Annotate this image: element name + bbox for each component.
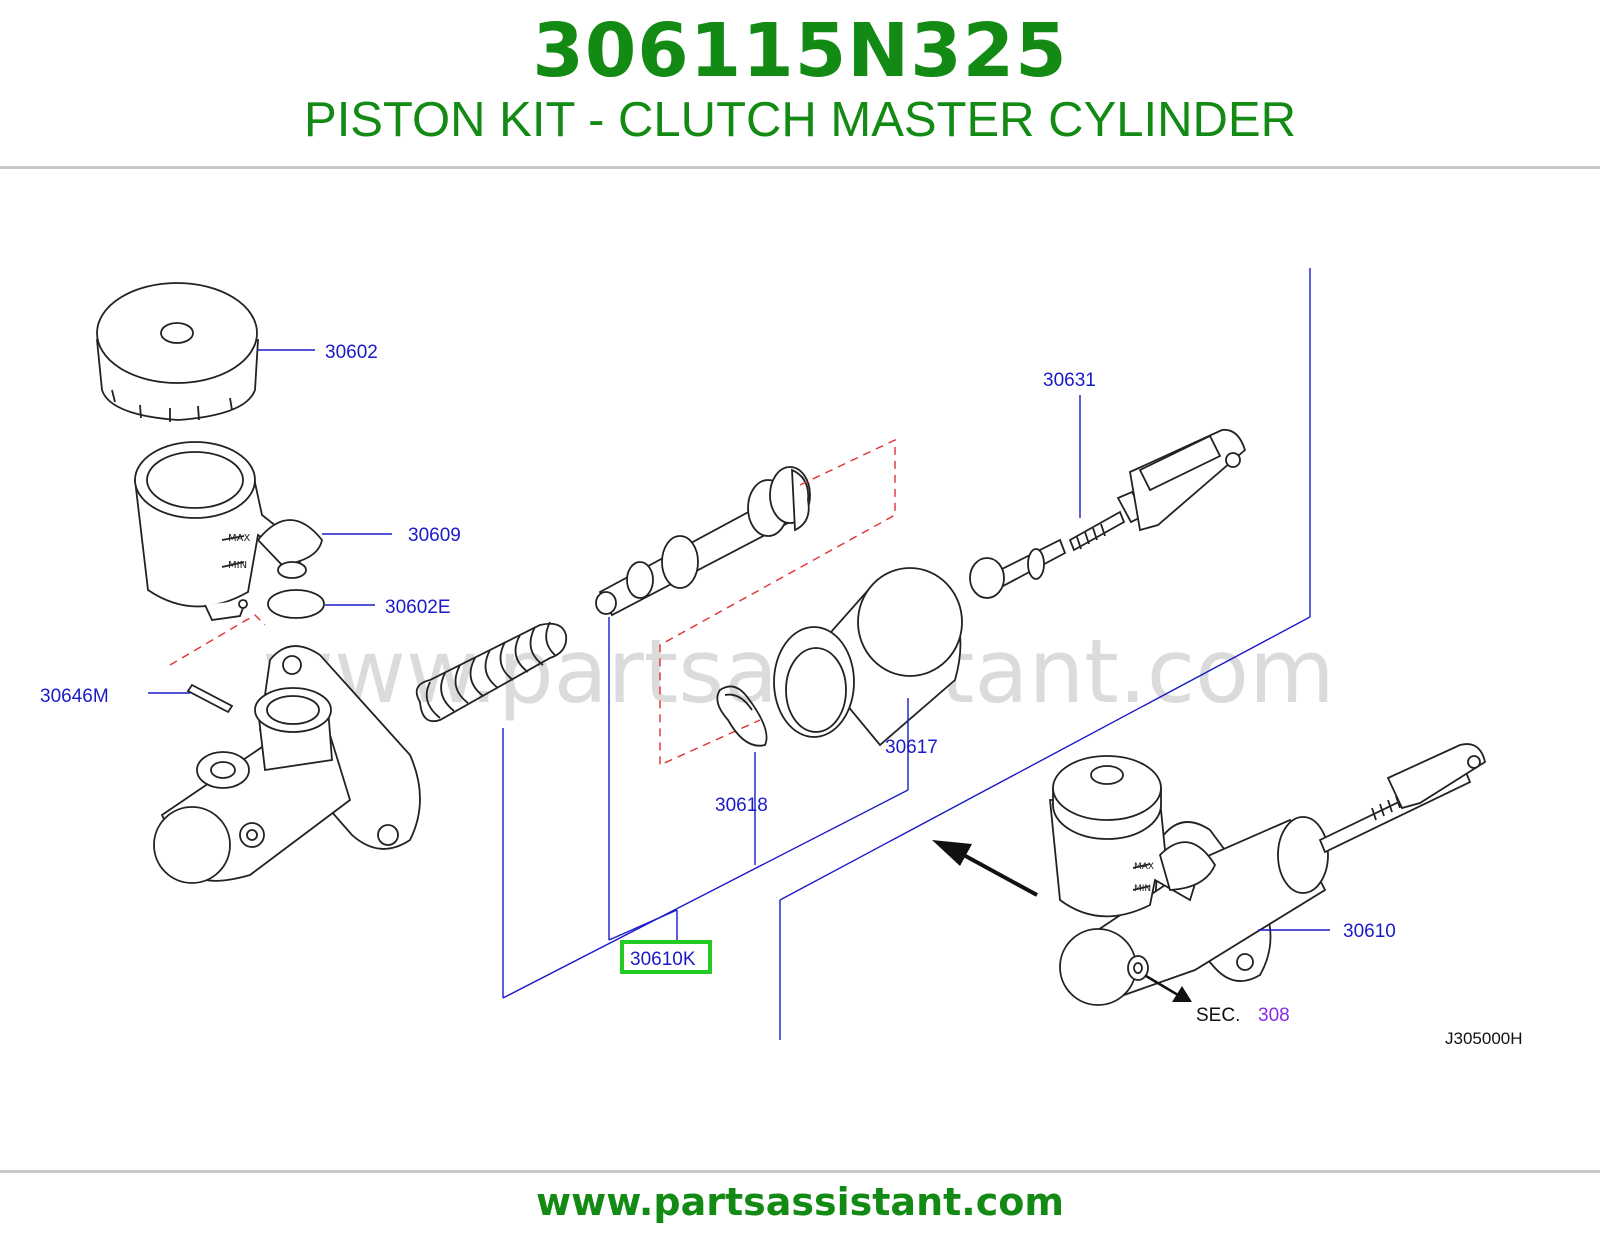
callout-30609[interactable]: 30609 bbox=[408, 525, 461, 546]
header: 306115N325 PISTON KIT - CLUTCH MASTER CY… bbox=[0, 0, 1600, 170]
callout-30631[interactable]: 30631 bbox=[1043, 370, 1096, 391]
reservoir-cap-part[interactable] bbox=[96, 282, 259, 422]
header-divider bbox=[0, 166, 1600, 169]
parts-diagram: www.partsassistant.com 30602 MAX MIN 306… bbox=[0, 240, 1600, 1090]
assembly-arrow-icon bbox=[932, 840, 972, 866]
svg-text:MAX: MAX bbox=[228, 533, 250, 544]
part-number-title: 306115N325 bbox=[532, 8, 1068, 94]
grommet-part[interactable] bbox=[267, 589, 325, 619]
section-arrow-icon bbox=[1172, 986, 1192, 1002]
svg-text:MIN: MIN bbox=[1134, 884, 1151, 894]
callout-30602[interactable]: 30602 bbox=[325, 342, 378, 363]
callout-30602E[interactable]: 30602E bbox=[385, 597, 451, 618]
piston-part[interactable] bbox=[595, 466, 811, 617]
svg-text:MAX: MAX bbox=[1134, 862, 1154, 872]
pin-part[interactable] bbox=[186, 683, 234, 714]
section-label: SEC. bbox=[1196, 1005, 1240, 1026]
callout-30617[interactable]: 30617 bbox=[885, 737, 938, 758]
cylinder-body-part[interactable] bbox=[153, 645, 421, 884]
callout-30646M[interactable]: 30646M bbox=[40, 686, 109, 707]
master-cylinder-assembly-part[interactable]: MAX MIN bbox=[1049, 743, 1487, 1006]
reservoir-tank-part[interactable]: MAX MIN bbox=[133, 441, 323, 621]
section-link-308[interactable]: 308 bbox=[1258, 1005, 1290, 1026]
push-rod-part[interactable] bbox=[969, 428, 1247, 599]
return-spring-part[interactable] bbox=[415, 621, 568, 723]
callout-30610K[interactable]: 30610K bbox=[630, 949, 696, 970]
part-description-title: PISTON KIT - CLUTCH MASTER CYLINDER bbox=[304, 93, 1296, 147]
footer-url[interactable]: www.partsassistant.com bbox=[536, 1180, 1064, 1224]
circlip-part[interactable] bbox=[716, 685, 768, 747]
drawing-code: J305000H bbox=[1445, 1029, 1523, 1048]
callout-30618[interactable]: 30618 bbox=[715, 795, 768, 816]
callout-30610[interactable]: 30610 bbox=[1343, 921, 1396, 942]
footer-divider bbox=[0, 1170, 1600, 1173]
dust-boot-part[interactable] bbox=[773, 567, 963, 747]
svg-text:MIN: MIN bbox=[228, 560, 247, 571]
exploded-view-svg: www.partsassistant.com 30602 MAX MIN 306… bbox=[40, 268, 1523, 1048]
highlight-box bbox=[620, 940, 712, 974]
